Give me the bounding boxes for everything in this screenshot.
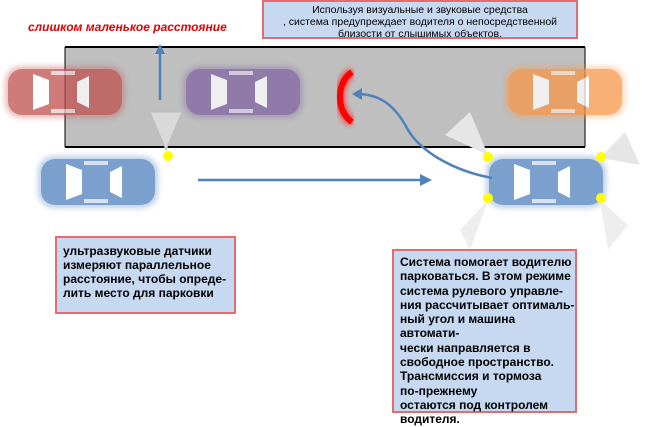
- road: [65, 47, 585, 147]
- park-assist-note: Система помогает водителю парковаться. В…: [392, 249, 577, 426]
- parked-car-purple: [183, 66, 303, 118]
- sensor-beam: [600, 132, 640, 165]
- sensor-note: ультразвуковые датчики измеряют параллел…: [55, 236, 236, 314]
- warning-label: слишком маленькое расстояние: [28, 20, 227, 34]
- moving-car-blue: [38, 156, 158, 208]
- parking-diagram: [0, 44, 640, 250]
- sensor-beam: [460, 200, 488, 250]
- parked-car-orange: [505, 66, 625, 118]
- sensor-beam: [149, 111, 183, 152]
- proximity-warning-note: Используя визуальные и звуковые средства…: [262, 0, 578, 40]
- parking-car-blue: [486, 156, 606, 208]
- sensor-beam: [600, 200, 628, 250]
- sensor-beam: [445, 112, 488, 155]
- parked-car-red: [5, 66, 125, 118]
- arrows: [155, 44, 493, 186]
- sensor-dots: [163, 151, 606, 203]
